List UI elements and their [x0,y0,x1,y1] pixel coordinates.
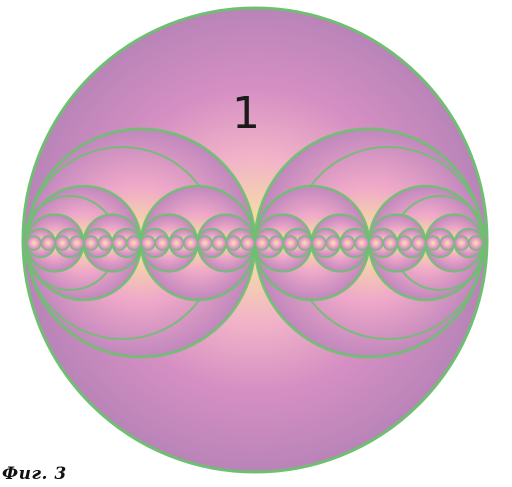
micro-circle [326,236,340,250]
figure-caption: Фиг. 3 [2,464,67,484]
micro-circle [55,236,69,250]
micro-circle [383,236,397,250]
micro-circle [41,236,55,250]
micro-circle [283,236,297,250]
micro-circle [340,236,354,250]
micro-circle [312,236,326,250]
micro-circle [84,236,98,250]
micro-circle [298,236,312,250]
region-label-1: 1 [232,88,260,139]
micro-circle [369,236,383,250]
micro-circle [127,236,141,250]
micro-circle [212,236,226,250]
micro-circle [412,236,426,250]
micro-circle [169,236,183,250]
micro-circle [70,236,84,250]
micro-circle [184,236,198,250]
micro-circle [112,236,126,250]
micro-circle [155,236,169,250]
micro-circle [98,236,112,250]
micro-circle [226,236,240,250]
micro-circle [397,236,411,250]
micro-circle [141,236,155,250]
micro-circle [255,236,269,250]
micro-circle [355,236,369,250]
micro-circle [454,236,468,250]
micro-circle [241,236,255,250]
micro-circle [27,236,41,250]
micro-circle [269,236,283,250]
micro-circle [469,236,483,250]
micro-circle [426,236,440,250]
micro-circle [440,236,454,250]
micro-circle [198,236,212,250]
